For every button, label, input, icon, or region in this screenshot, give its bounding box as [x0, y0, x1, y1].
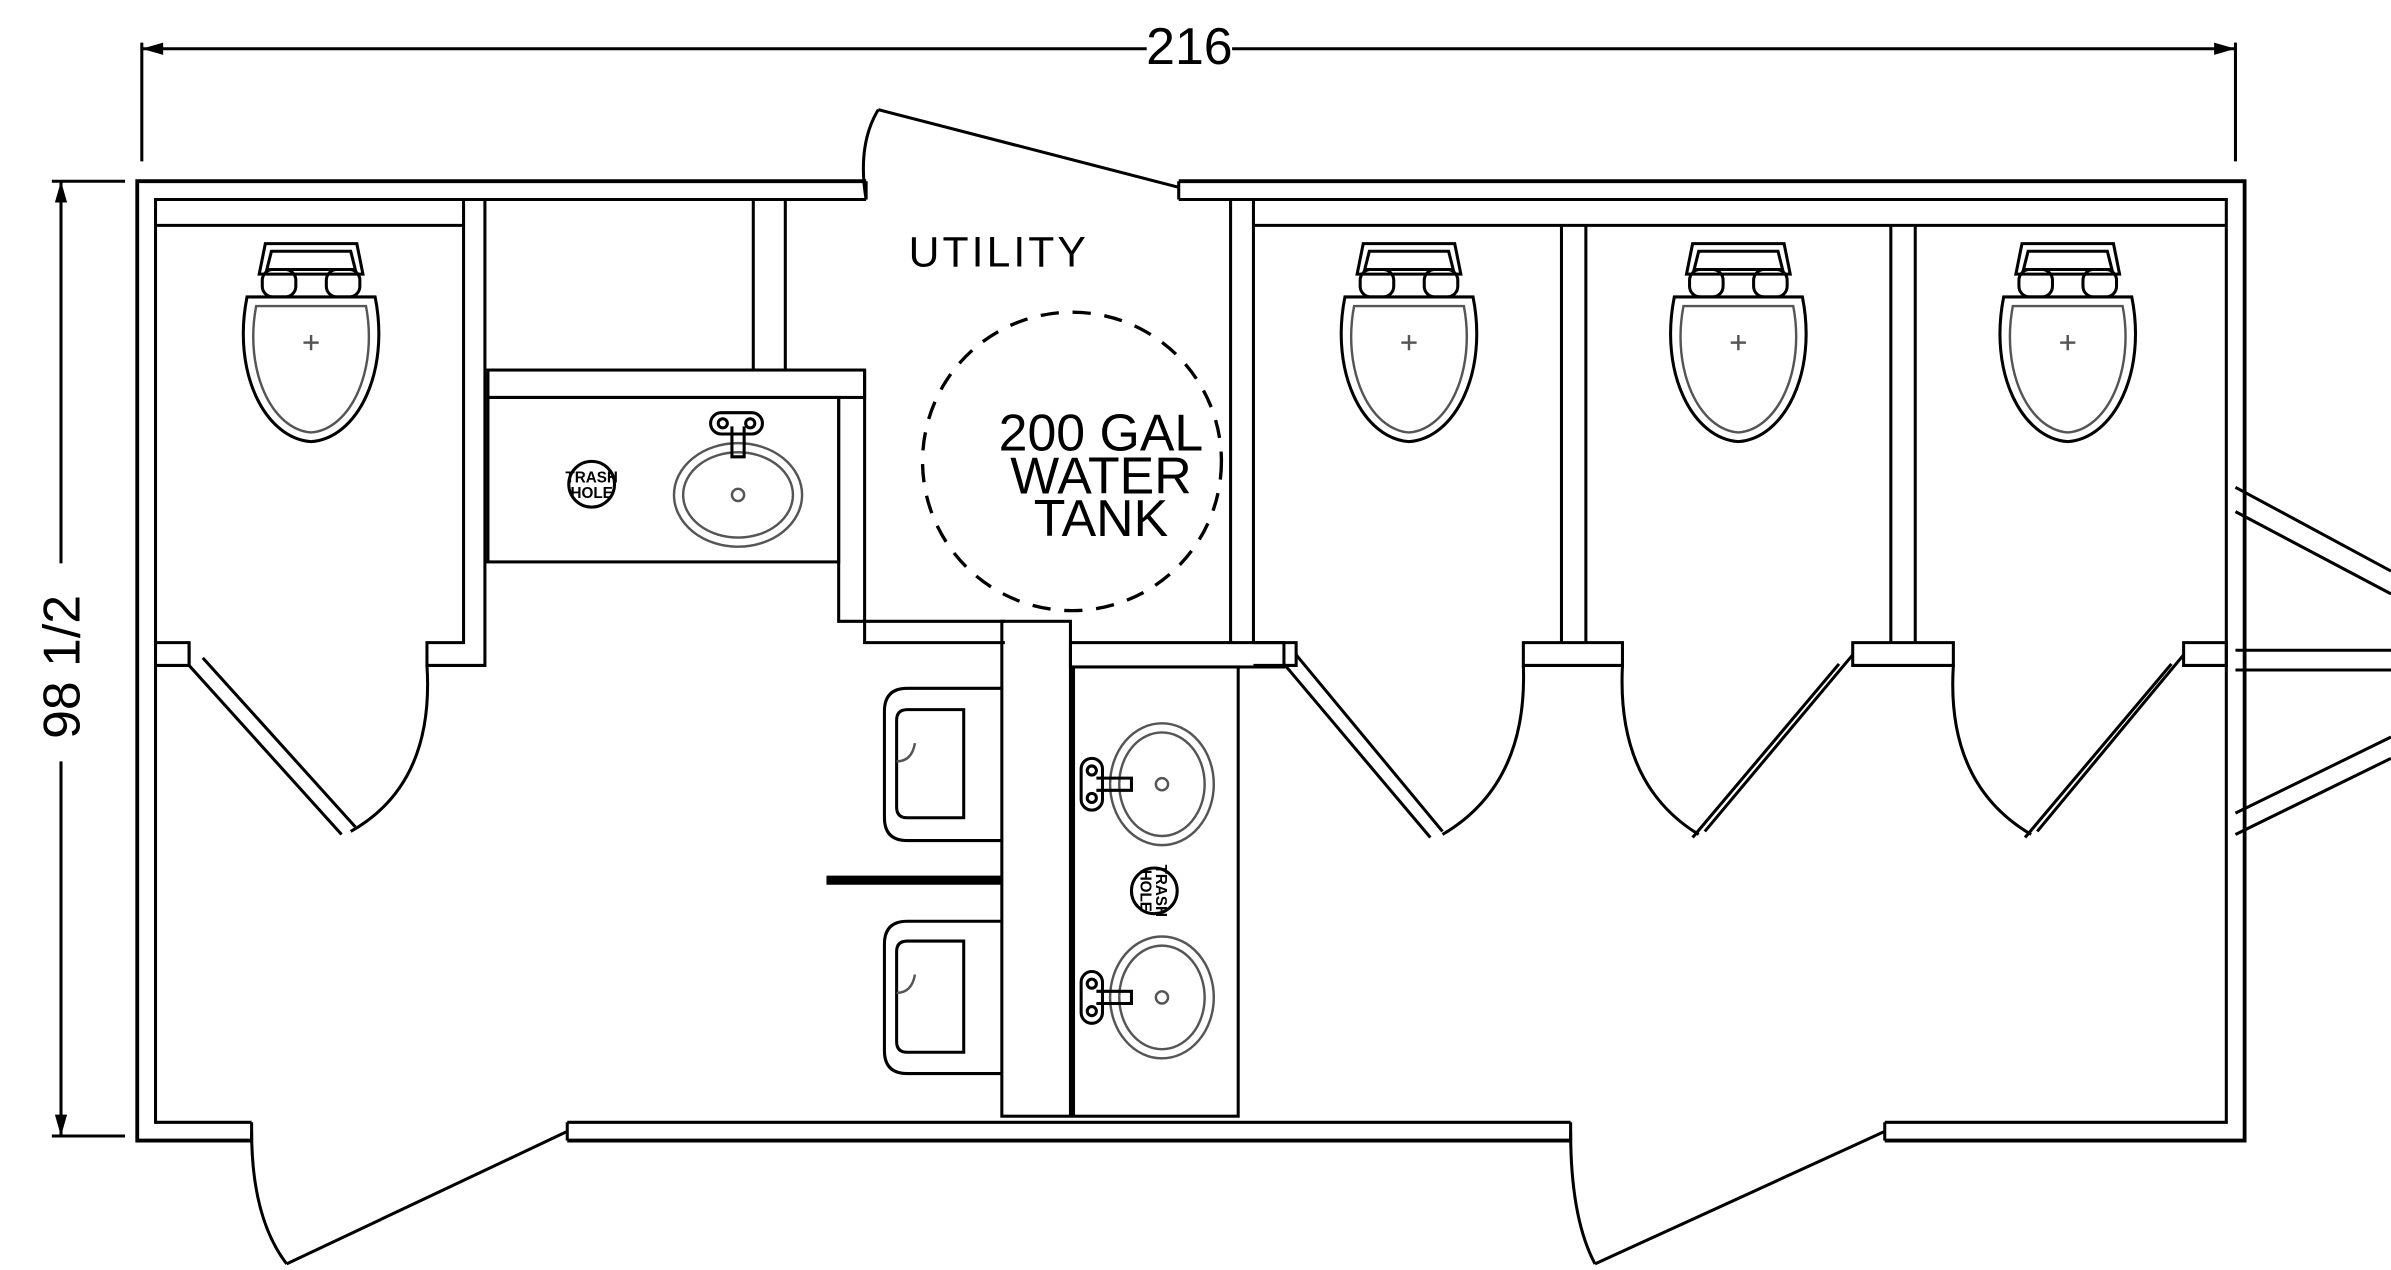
trash-hole-1: TRASH HOLE	[565, 459, 618, 509]
center-partitions	[486, 199, 1286, 1118]
sink-utility	[672, 411, 804, 548]
depth-dimension: 98 1/2	[32, 179, 126, 1138]
sink-right-1	[1079, 722, 1216, 847]
toilet-4	[1998, 242, 2137, 444]
width-dimension: 216	[140, 17, 2237, 162]
exterior-walls	[135, 179, 2247, 1143]
tank-line-1: 200 GAL	[999, 404, 1204, 462]
trailer-hitch	[2234, 485, 2391, 836]
svg-text:HOLE: HOLE	[1137, 870, 1154, 912]
toilet-2	[1339, 242, 1479, 444]
urinal-1	[882, 686, 1002, 843]
tank-line-2: WATER	[1010, 446, 1191, 504]
toilet-3	[1669, 242, 1808, 444]
water-tank: 200 GAL WATER TANK	[920, 310, 1224, 613]
utility-door	[861, 108, 1180, 200]
sink-right-2	[1079, 935, 1216, 1060]
left-stall-door	[187, 656, 430, 836]
depth-label: 98 1/2	[32, 595, 90, 739]
toilet-1	[241, 242, 381, 444]
svg-text:TRASH: TRASH	[565, 470, 617, 487]
right-stalls	[1253, 223, 2228, 667]
right-stall-doors	[1282, 653, 2185, 839]
entry-door-left	[250, 1130, 568, 1266]
svg-text:HOLE: HOLE	[570, 485, 612, 502]
tank-line-3: TANK	[1034, 489, 1168, 547]
width-label: 216	[1146, 17, 1232, 75]
utility-label: UTILITY	[909, 229, 1089, 277]
left-stall	[155, 199, 487, 667]
urinal-2	[882, 919, 1002, 1076]
trash-hole-2: TRASH HOLE	[1129, 865, 1179, 917]
entry-door-right	[1569, 1130, 1886, 1266]
svg-text:TRASH: TRASH	[1152, 865, 1169, 917]
